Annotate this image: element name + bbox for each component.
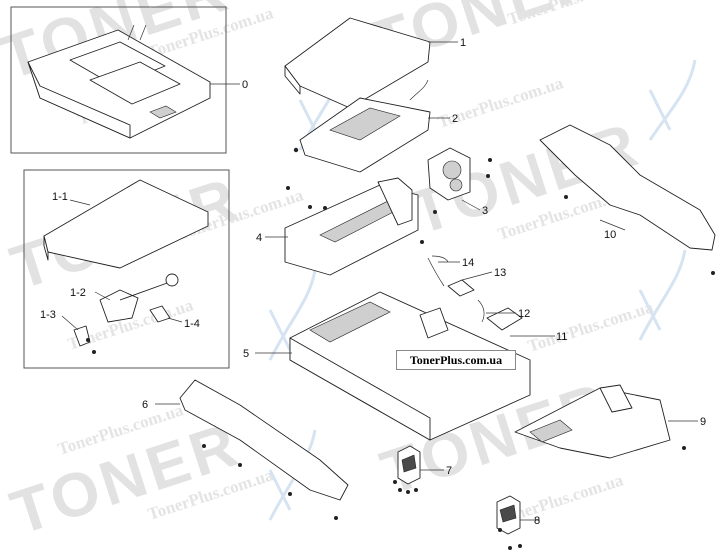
side-cover-left bbox=[155, 379, 349, 501]
output-tray bbox=[514, 384, 698, 459]
callout-1-2: 1-2 bbox=[70, 287, 86, 299]
callout-6: 6 bbox=[142, 399, 148, 411]
callout-0: 0 bbox=[242, 79, 248, 91]
callout-3: 3 bbox=[482, 205, 488, 217]
drive-gear-unit bbox=[427, 147, 481, 211]
feed-frame bbox=[265, 177, 419, 276]
callout-14: 14 bbox=[462, 257, 474, 269]
callout-10: 10 bbox=[604, 229, 616, 241]
callout-1-4: 1-4 bbox=[184, 318, 200, 330]
callout-13: 13 bbox=[494, 267, 506, 279]
adf-assembly bbox=[27, 24, 240, 139]
pcb-part-13 bbox=[447, 271, 493, 297]
callout-1: 1 bbox=[460, 37, 466, 49]
assembly-box-0 bbox=[10, 6, 227, 154]
cover-subassembly bbox=[43, 179, 209, 347]
callout-12: 12 bbox=[518, 308, 530, 320]
screws bbox=[86, 147, 715, 550]
upper-guide bbox=[299, 79, 450, 173]
top-cover bbox=[284, 17, 458, 109]
callout-9: 9 bbox=[700, 416, 706, 428]
watermark-site: TonerPlus.com.ua bbox=[525, 297, 656, 356]
side-cover-right bbox=[539, 124, 716, 251]
callout-8: 8 bbox=[534, 515, 540, 527]
callout-7: 7 bbox=[446, 465, 452, 477]
site-banner: TonerPlus.com.ua bbox=[396, 350, 516, 370]
connector-part-8 bbox=[496, 495, 540, 535]
plate-part-11 bbox=[486, 307, 555, 337]
callout-1-1: 1-1 bbox=[52, 191, 68, 203]
callout-2: 2 bbox=[452, 113, 458, 125]
assembly-box-1 bbox=[23, 169, 230, 369]
harness-part-14 bbox=[427, 255, 460, 287]
callout-1-3: 1-3 bbox=[40, 309, 56, 321]
connector-part-7 bbox=[397, 445, 444, 485]
callout-11: 11 bbox=[556, 331, 567, 343]
sensor-part-12 bbox=[477, 299, 516, 323]
callout-labels: 0 1 2 3 4 5 6 7 8 9 10 11 12 13 14 1-1 1… bbox=[40, 37, 706, 527]
callout-4: 4 bbox=[256, 232, 262, 244]
callout-5: 5 bbox=[243, 348, 249, 360]
